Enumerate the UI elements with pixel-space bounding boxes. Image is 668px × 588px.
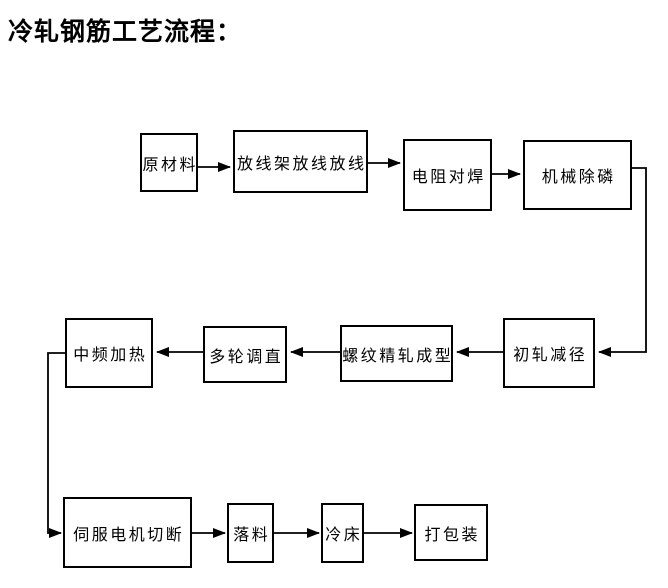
flow-node-label: 多轮调直 [209,348,284,366]
flow-node-cooling-bed: 冷床 [321,503,364,563]
flow-node-label: 落料 [233,527,271,544]
flow-node-payoff-rack: 放线架放线放线 [233,130,368,193]
flow-node-servo-cutting: 伺服电机切断 [63,497,192,568]
flow-node-butt-welding: 电阻对焊 [403,139,492,211]
flow-node-label: 中频加热 [73,347,148,364]
flow-node-label: 伺服电机切断 [73,526,185,544]
page-title: 冷轧钢筋工艺流程： [8,18,243,46]
flow-node-label: 螺纹精轧成型 [342,347,454,365]
flow-node-raw-material: 原材料 [140,133,198,192]
flow-node-descaling: 机械除磷 [523,140,632,210]
flow-node-label: 初轧减径 [513,347,588,364]
flow-node-label: 电阻对焊 [411,169,486,186]
flow-node-initial-rolling: 初轧减径 [503,318,595,388]
flow-node-mf-heating: 中频加热 [65,318,153,388]
flow-node-label: 冷床 [325,527,363,544]
flow-node-blanking: 落料 [227,503,274,563]
flow-node-packaging: 打包装 [414,504,488,561]
flow-node-label: 原材料 [142,156,199,174]
flow-node-label: 机械除磷 [541,169,616,186]
flow-node-label: 放线架放线放线 [237,155,367,173]
flow-node-straightening: 多轮调直 [203,326,287,383]
flow-node-thread-rolling: 螺纹精轧成型 [340,325,453,382]
flow-node-label: 打包装 [424,526,480,544]
